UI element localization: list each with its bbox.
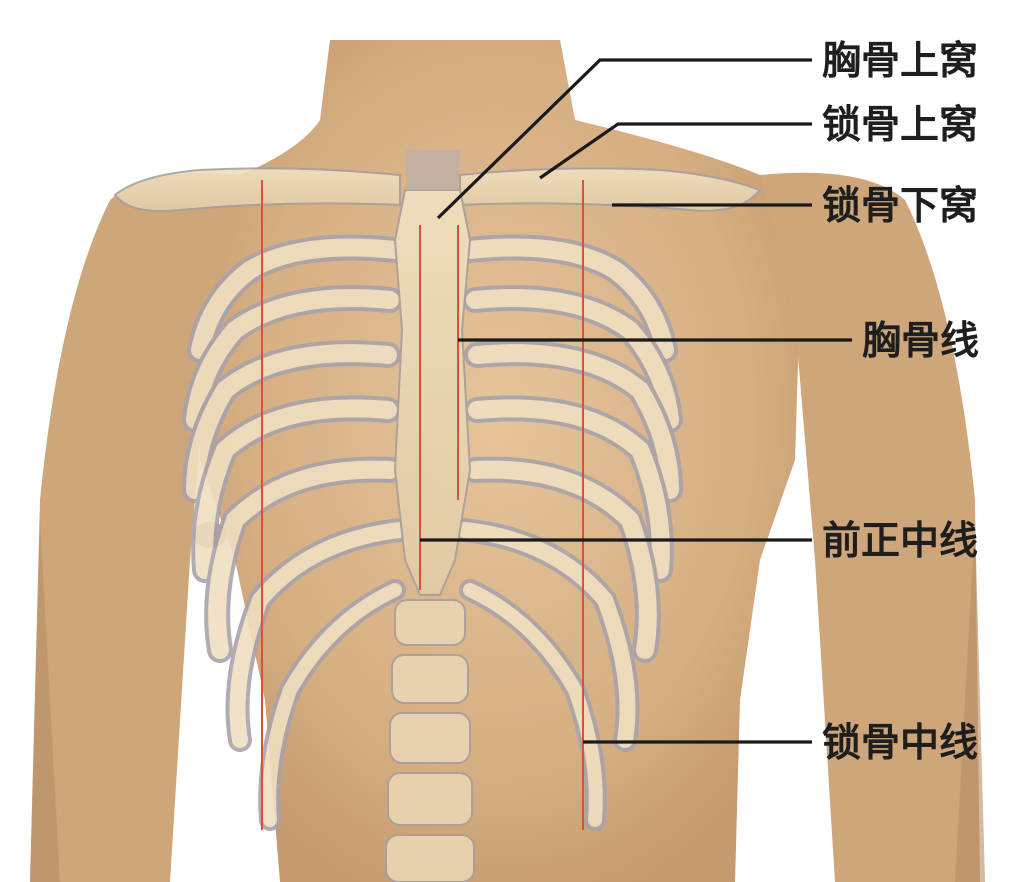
label-suprasternal-fossa: 胸骨上窝: [822, 38, 978, 84]
left-clavicle: [115, 168, 400, 211]
label-anterior-midline: 前正中线: [822, 518, 978, 564]
label-infraclavicular-fossa: 锁骨下窝: [822, 183, 978, 229]
spine: [386, 600, 474, 882]
label-supraclavicular-fossa: 锁骨上窝: [822, 102, 978, 148]
label-midclavicular-line: 锁骨中线: [822, 720, 978, 766]
label-sternal-line: 胸骨线: [862, 318, 979, 364]
